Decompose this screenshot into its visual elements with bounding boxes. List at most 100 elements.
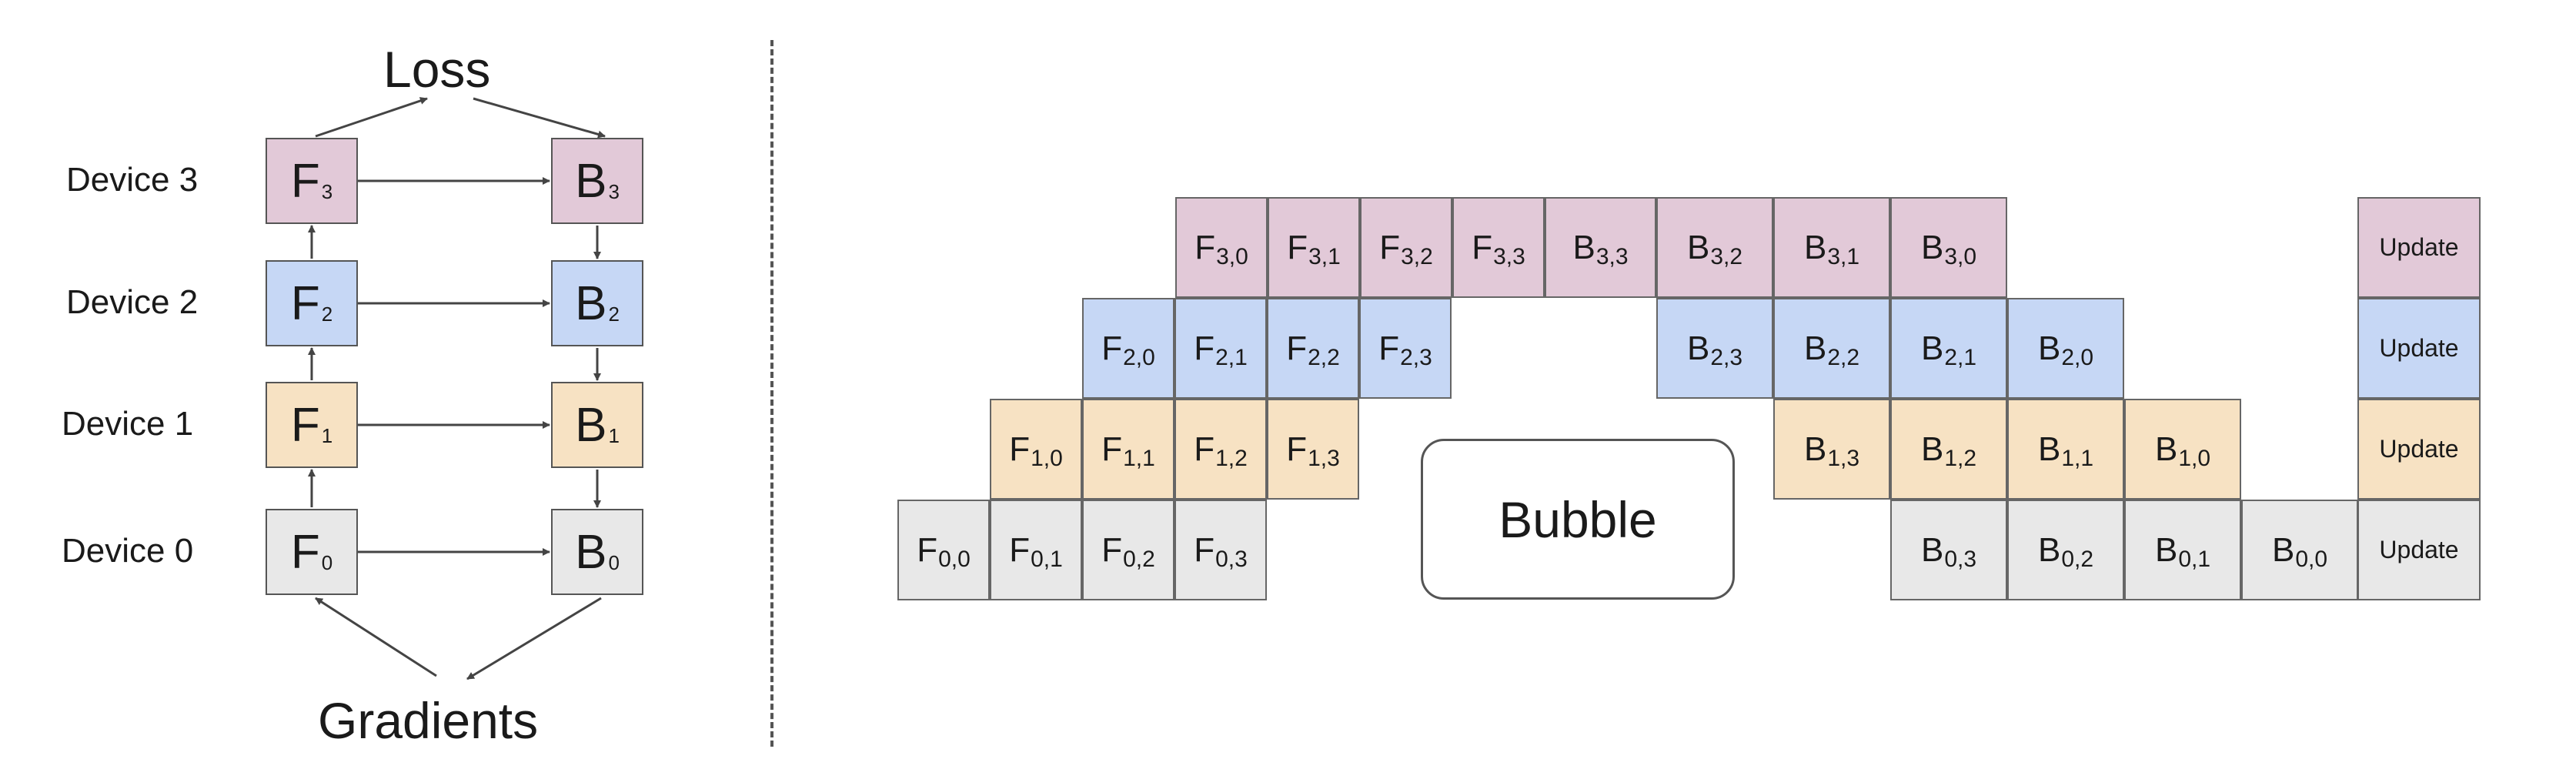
- cell-subscript: 0,2: [1123, 546, 1155, 572]
- backward-subscript: 2: [608, 302, 620, 326]
- cell-subscript: 1,3: [1827, 445, 1860, 471]
- forward-subscript: 0: [321, 550, 333, 574]
- cell-letter: B: [1803, 228, 1827, 266]
- cell-letter: B: [1920, 228, 1944, 266]
- cell-subscript: 3,3: [1595, 243, 1629, 269]
- backward-letter: B: [575, 154, 607, 208]
- cell-letter: F: [1287, 228, 1308, 266]
- cell-letter: F: [1194, 530, 1215, 569]
- backward-letter: B: [575, 276, 607, 330]
- forward-subscript: 2: [321, 302, 333, 326]
- gradients-label: Gradients: [318, 692, 539, 749]
- cell-subscript: 3,1: [1308, 243, 1341, 269]
- cell-subscript: 0,3: [1215, 546, 1248, 572]
- forward-letter: F: [290, 525, 320, 579]
- backward-subscript: 3: [608, 179, 620, 203]
- divider: [770, 40, 773, 747]
- cell-subscript: 1,1: [1123, 445, 1155, 471]
- cell-letter: F: [1472, 228, 1493, 266]
- cell-subscript: 1,0: [1031, 445, 1063, 471]
- forward-subscript: 3: [321, 179, 333, 203]
- cell-subscript: 2,3: [1710, 344, 1743, 370]
- device-label: Device 1: [62, 405, 194, 443]
- update-cell: Update: [2357, 399, 2481, 500]
- cell-subscript: 1,1: [2061, 445, 2094, 471]
- cell-letter: F: [1101, 430, 1123, 468]
- cell-letter: F: [1194, 228, 1216, 266]
- cell-subscript: 2,3: [1400, 344, 1432, 370]
- backward-letter: B: [575, 398, 607, 452]
- cell-letter: F: [1286, 329, 1308, 367]
- cell-letter: B: [1920, 430, 1944, 468]
- cell-subscript: 2,0: [2061, 344, 2094, 370]
- to-f0-arrow: [315, 597, 437, 677]
- cell-subscript: 3,2: [1401, 243, 1433, 269]
- cell-subscript: 3,0: [1216, 243, 1248, 269]
- cell-subscript: 1,3: [1308, 445, 1340, 471]
- cell-letter: B: [1920, 329, 1944, 367]
- cell-letter: F: [1101, 530, 1123, 569]
- cell-subscript: 0,2: [2061, 546, 2094, 572]
- device-label: Device 0: [62, 532, 194, 570]
- cell-subscript: 0,3: [1944, 546, 1977, 572]
- cell-subscript: 3,3: [1493, 243, 1525, 269]
- cell-letter: B: [2037, 430, 2061, 468]
- cell-subscript: 0,0: [938, 546, 971, 572]
- cell-letter: F: [1194, 329, 1215, 367]
- cell-subscript: 1,2: [1215, 445, 1248, 471]
- cell-subscript: 2,1: [1944, 344, 1977, 370]
- cell-subscript: 0,1: [2178, 546, 2211, 572]
- cell-subscript: 1,2: [1944, 445, 1977, 471]
- cell-letter: F: [1378, 329, 1400, 367]
- forward-letter: F: [290, 154, 320, 208]
- cell-letter: F: [1286, 430, 1308, 468]
- cell-letter: F: [1009, 430, 1031, 468]
- forward-letter: F: [290, 276, 320, 330]
- cell-letter: F: [1379, 228, 1401, 266]
- cell-letter: B: [2271, 530, 2295, 569]
- cell-subscript: 2,0: [1123, 344, 1155, 370]
- cell-subscript: 2,2: [1827, 344, 1860, 370]
- update-cell: Update: [2357, 500, 2481, 600]
- backward-letter: B: [575, 525, 607, 579]
- cell-letter: B: [1686, 228, 1710, 266]
- cell-letter: B: [1686, 329, 1710, 367]
- cell-letter: F: [1009, 530, 1031, 569]
- cell-subscript: 2,1: [1215, 344, 1248, 370]
- cell-letter: F: [1101, 329, 1123, 367]
- cell-subscript: 3,0: [1944, 243, 1977, 269]
